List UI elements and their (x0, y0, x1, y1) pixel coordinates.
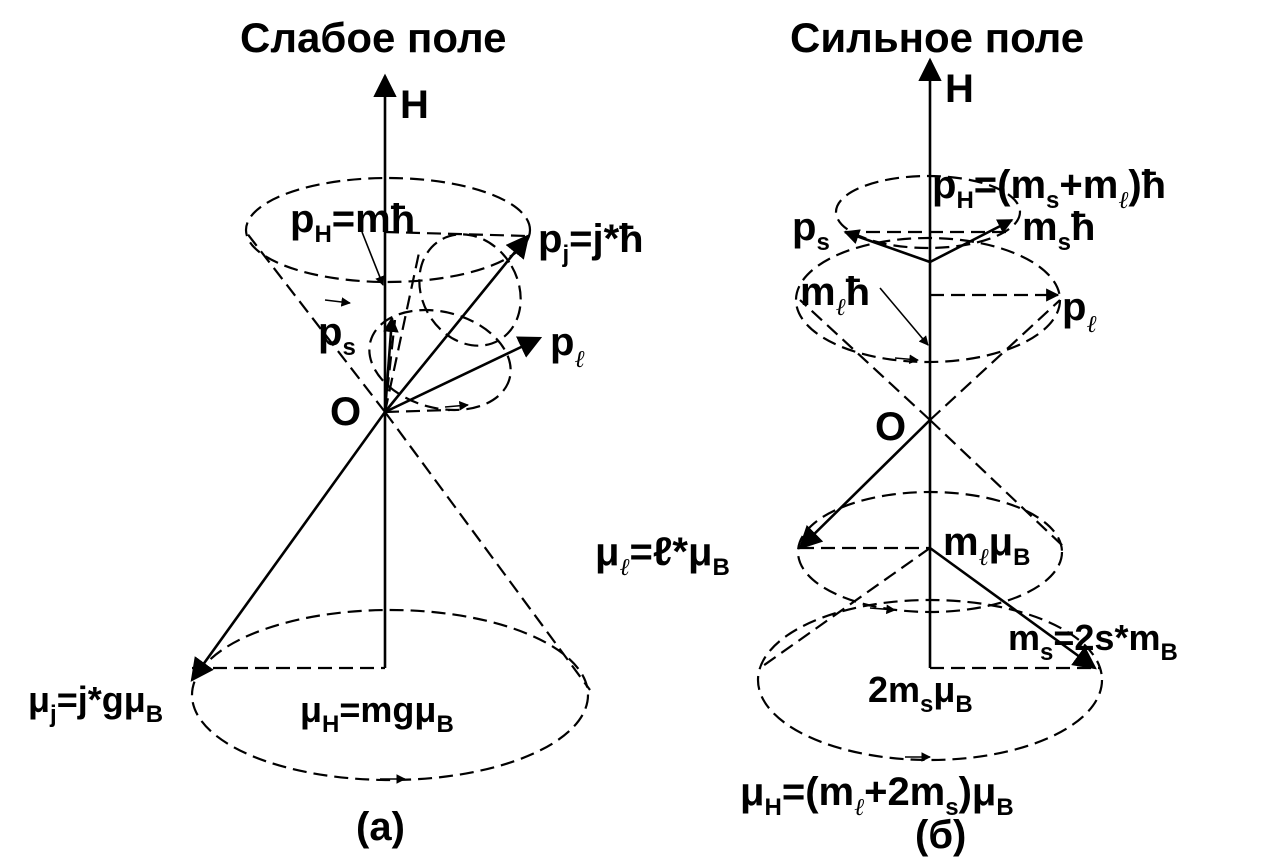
two-ms-label-b: 2msμB (868, 669, 973, 718)
caption-b: (б) (915, 813, 966, 857)
ms2s-cone-b (759, 547, 931, 669)
ps-vector-a (383, 316, 399, 413)
msh-label-b: msħ (1022, 205, 1095, 256)
upper-cone-right-b (929, 299, 1061, 421)
muj-label-a: μj=j*gμB (28, 679, 163, 728)
ps-ellipse-a (368, 308, 512, 412)
ps-cone-line1-a (383, 247, 422, 413)
ms2s-vector-b (929, 546, 1097, 670)
rot-arrow-ps-a (444, 400, 469, 411)
mu-cone-right-a (384, 411, 591, 691)
muh-label-b: μH=(mℓ+2ms)μB (740, 770, 1014, 821)
panel-b-title: Сильное поле (790, 14, 1084, 61)
ml-mu-label-b: mℓμB (943, 520, 1030, 571)
ps-cone-line2-a (383, 319, 397, 413)
ph-pointer-a (361, 231, 385, 286)
lower-cone-left-b (798, 419, 931, 550)
ph-label-b: pH=(ms+mℓ)ħ (932, 163, 1166, 214)
ps-vector-b (843, 229, 931, 264)
ph-label-a: pH=mħ (290, 197, 415, 248)
ps-cone-line3-a (384, 408, 451, 414)
mul-label-b: μℓ=ℓ*μB (595, 530, 730, 581)
muh-label-a: μH=mgμB (300, 689, 454, 738)
upper-cone-left-b (799, 299, 931, 421)
bottom-ellipse-b (756, 598, 1104, 762)
h-axis-label-b: H (945, 67, 974, 111)
top-ellipse-a (244, 176, 532, 284)
lower-ellipse-b (796, 490, 1064, 614)
ms-vector-b (929, 218, 1014, 264)
ps-label-b: ps (792, 205, 830, 256)
rot-arrow-lower-b (869, 604, 896, 615)
origin-label-a: O (330, 390, 361, 434)
mlh-label-b: mℓħ (800, 270, 870, 321)
pl-vector-a (384, 336, 543, 414)
muj-vector-a (190, 411, 387, 682)
pj-vector-a (383, 234, 530, 413)
lower-cone-right-b (929, 419, 1066, 549)
panel-a: Слабое поле H pH=mħ pj=j*ħ ps pℓ O μj=j*… (28, 14, 644, 849)
bottom-ellipse-a (190, 608, 590, 782)
top-ellipse-b (834, 174, 1022, 250)
panel-a-title: Слабое поле (240, 14, 506, 61)
caption-a: (а) (356, 805, 405, 849)
pj-label-a: pj=j*ħ (538, 217, 644, 268)
ph-proj-a (384, 230, 529, 238)
pl-label-a: pℓ (550, 320, 584, 373)
ms2s-label-b: ms=2s*mB (1008, 617, 1178, 666)
h-axis-label-a: H (400, 83, 429, 127)
ps-label-a: ps (318, 310, 356, 361)
pj-cone-left-a (245, 231, 386, 413)
rot-arrow-top-a (324, 297, 351, 307)
mlh-pointer-b (879, 287, 929, 346)
pl-small-ellipse-a (418, 233, 522, 347)
pl-label-b: pℓ (1062, 285, 1096, 338)
panel-b: Сильное поле H pH=(ms+mℓ)ħ ps msħ mℓħ pℓ… (595, 14, 1178, 857)
origin-label-b: O (875, 405, 906, 449)
rot-arrow-mid-b (894, 354, 919, 365)
